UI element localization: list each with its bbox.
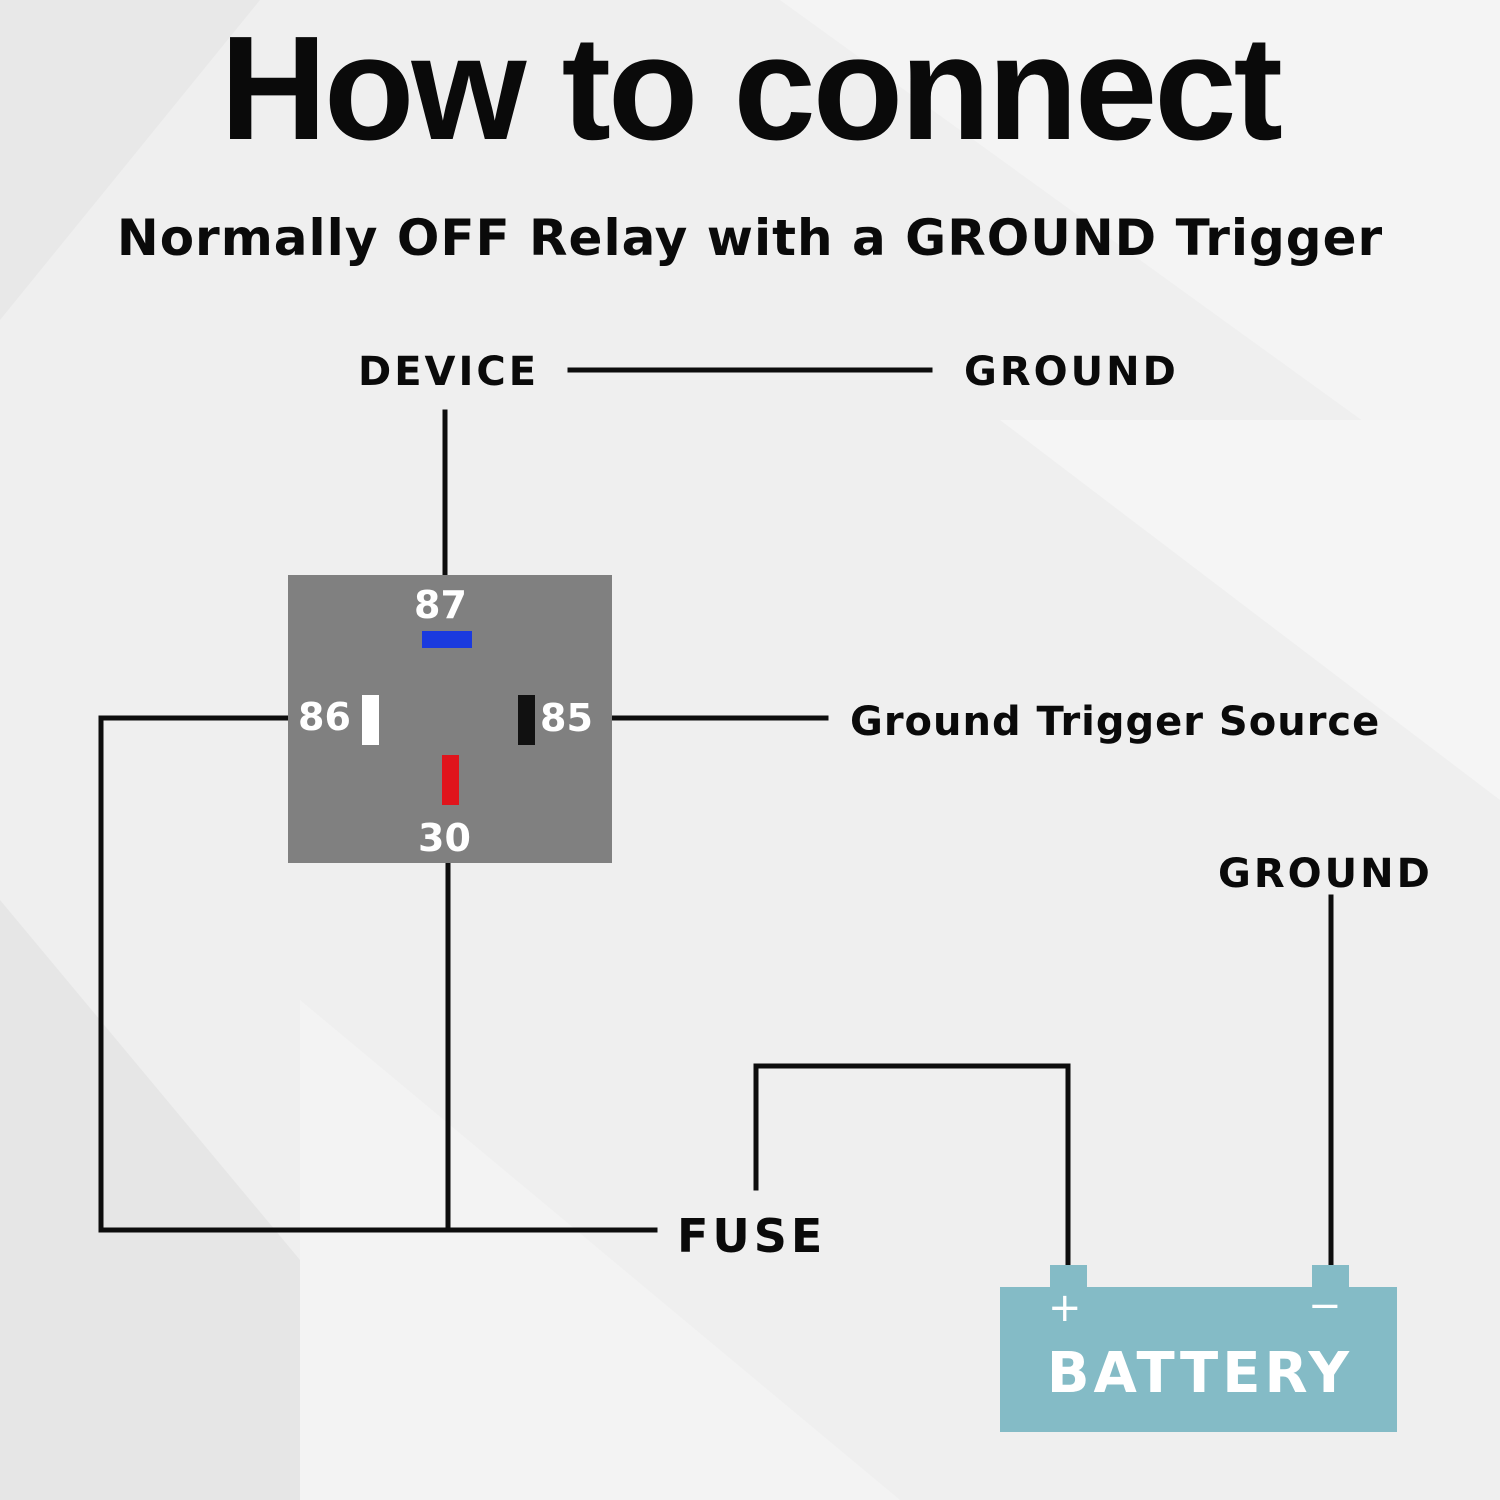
battery-minus-sign: − <box>1308 1283 1342 1329</box>
wire-fuse-battery-positive <box>753 1063 1071 1271</box>
pin-86-terminal <box>362 695 379 745</box>
pin-86-label: 86 <box>298 695 351 739</box>
pin-30-label: 30 <box>418 816 471 860</box>
pin-85-label: 85 <box>540 696 593 740</box>
battery-body <box>1000 1287 1397 1432</box>
battery-negative-post <box>1312 1265 1349 1289</box>
fuse-label: FUSE <box>677 1209 827 1263</box>
ground-label-right: GROUND <box>1218 851 1433 897</box>
battery-plus-sign: + <box>1048 1285 1082 1331</box>
wire-86-fuse <box>98 715 658 1233</box>
pin-87-terminal <box>422 631 472 648</box>
trigger-source-label: Ground Trigger Source <box>850 699 1381 745</box>
battery-label: BATTERY <box>1046 1341 1354 1406</box>
pin-87-label: 87 <box>414 583 467 627</box>
ground-label-top: GROUND <box>964 349 1179 395</box>
page-title: How to connect <box>220 6 1283 171</box>
pin-30-terminal <box>442 755 459 805</box>
relay-body <box>288 575 612 863</box>
device-label: DEVICE <box>358 349 540 395</box>
battery-positive-post <box>1050 1265 1087 1289</box>
page-subtitle: Normally OFF Relay with a GROUND Trigger <box>116 209 1384 267</box>
pin-85-terminal <box>518 695 535 745</box>
